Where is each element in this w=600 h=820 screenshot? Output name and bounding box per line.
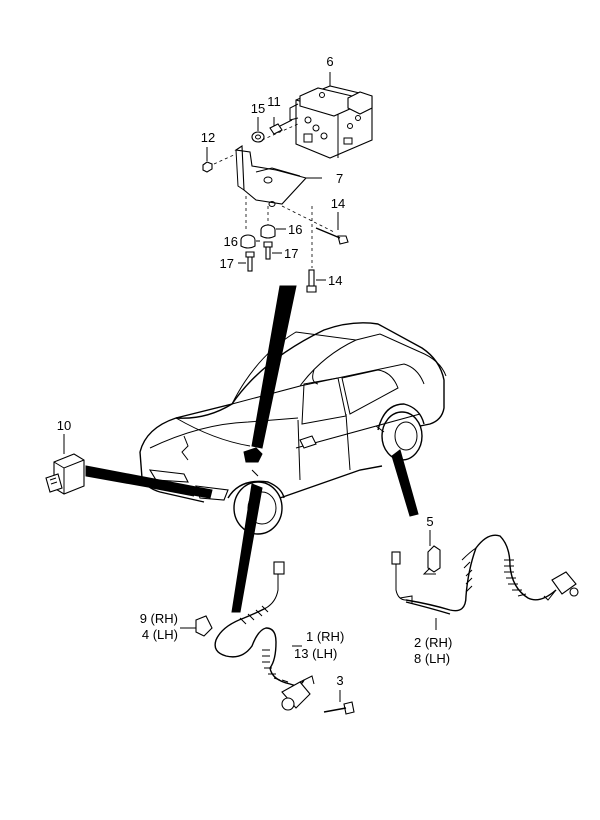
callout-14-upper: 14 [331,196,345,211]
callout-1-rh: 1 (RH) [306,629,344,644]
bracket-mounting-hardware [238,212,349,293]
callout-13-lh: 13 (LH) [294,646,337,661]
callout-15: 15 [251,101,265,116]
callout-17-left: 17 [220,256,234,271]
rear-wheel-speed-sensor [391,530,579,630]
callout-16-right: 16 [288,222,302,237]
callout-7: 7 [336,171,343,186]
callout-labels: 6 15 11 12 7 14 16 16 17 17 14 10 5 9 (R… [57,54,453,688]
callout-11: 11 [267,94,281,109]
callout-5: 5 [426,514,433,529]
abs-hydraulic-unit [289,72,373,159]
leader-arrows [85,285,419,613]
abs-mounting-bracket [234,145,335,268]
callout-14-lower: 14 [328,273,342,288]
callout-4-lh: 4 (LH) [142,627,178,642]
callout-3: 3 [336,673,343,688]
vehicle-illustration [139,322,447,535]
callout-16-left: 16 [224,234,238,249]
abs-control-module [45,434,85,495]
callout-6: 6 [326,54,333,69]
callout-8-lh: 8 (LH) [414,651,450,666]
front-wheel-speed-sensor [180,561,355,715]
callout-12: 12 [201,130,215,145]
abs-small-hardware [202,117,299,173]
callout-10: 10 [57,418,71,433]
callout-9-rh: 9 (RH) [140,611,178,626]
callout-2-rh: 2 (RH) [414,635,452,650]
callout-17-right: 17 [284,246,298,261]
